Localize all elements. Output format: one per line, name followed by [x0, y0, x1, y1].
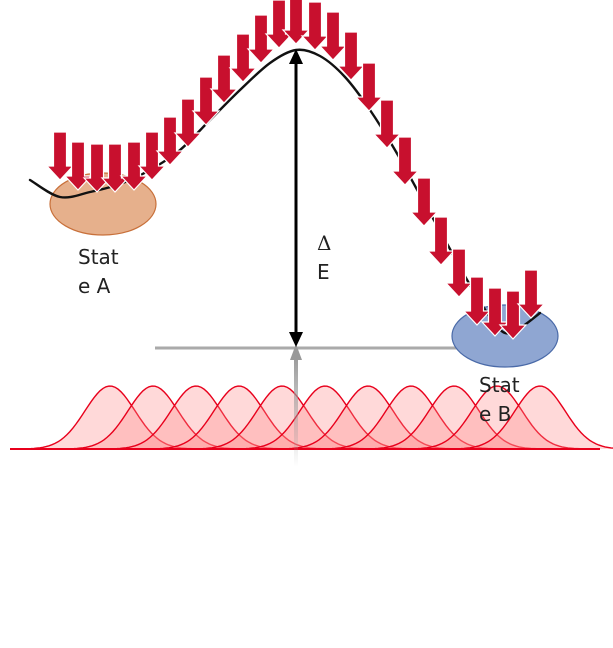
red-down-arrow-icon	[119, 141, 149, 191]
red-down-arrow-icon	[228, 33, 258, 83]
red-down-arrow-icon	[336, 31, 366, 81]
gaussian-bias-stack	[10, 385, 613, 450]
bias-arrow-group	[45, 0, 546, 340]
red-down-arrow-icon	[444, 248, 474, 298]
red-down-arrow-icon	[246, 14, 276, 64]
state-a-label: Stat e A	[78, 245, 119, 298]
state-b-label: Stat e B	[479, 373, 520, 426]
red-down-arrow-icon	[300, 1, 330, 51]
red-down-arrow-icon	[409, 177, 439, 227]
reference-arrowhead	[290, 344, 302, 360]
red-down-arrow-icon	[480, 287, 510, 337]
gaussian-kernel	[397, 385, 595, 450]
red-down-arrow-icon	[498, 290, 528, 340]
red-down-arrow-icon	[173, 98, 203, 148]
red-down-arrow-icon	[462, 276, 492, 326]
red-down-arrow-icon	[191, 76, 221, 126]
red-down-arrow-icon	[155, 116, 185, 166]
delta-e-double-arrow-icon	[289, 49, 303, 347]
gaussian-kernel	[354, 385, 552, 450]
delta-e-label: Δ E	[317, 231, 332, 284]
reference-vertical-fade	[294, 355, 298, 467]
red-down-arrow-icon	[209, 54, 239, 104]
red-down-arrow-icon	[426, 216, 456, 266]
red-down-arrow-icon	[318, 11, 348, 61]
red-down-arrow-icon	[45, 131, 75, 181]
red-down-arrow-icon	[100, 143, 130, 193]
red-down-arrow-icon	[372, 99, 402, 149]
red-down-arrow-icon	[264, 0, 294, 49]
gaussian-kernel	[440, 385, 613, 450]
red-down-arrow-icon	[516, 269, 546, 319]
red-down-arrow-icon	[354, 62, 384, 112]
red-down-arrow-icon	[390, 136, 420, 186]
red-down-arrow-icon	[137, 131, 167, 181]
